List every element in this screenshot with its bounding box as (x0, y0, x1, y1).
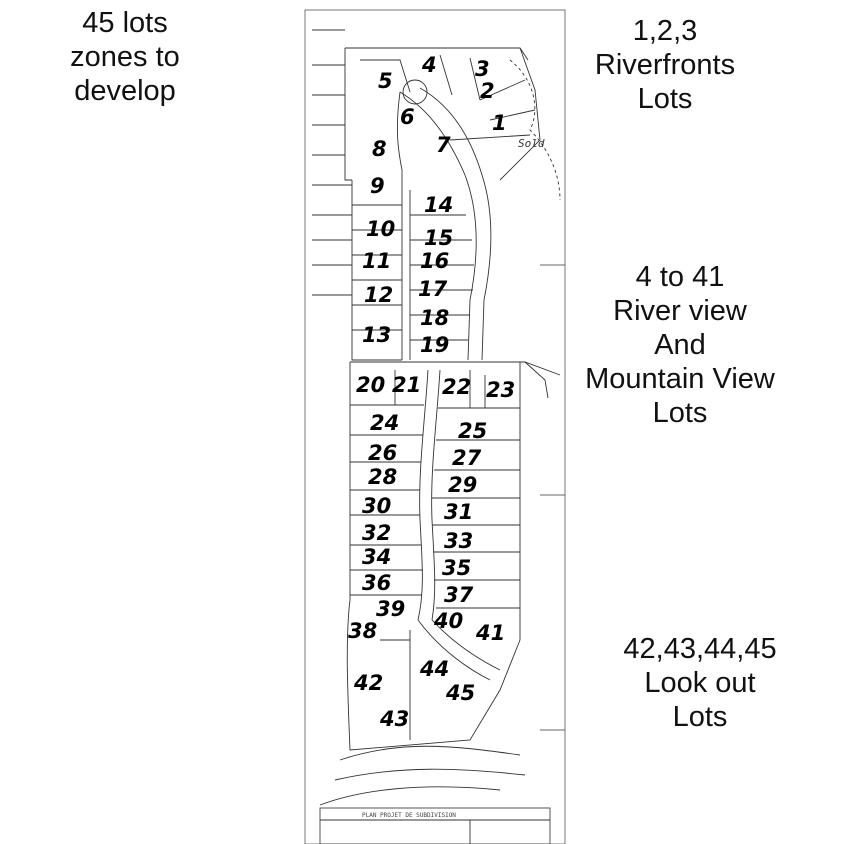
lot-number-8: 8 (372, 137, 387, 161)
lot-number-17: 17 (418, 277, 448, 301)
lot-number-30: 30 (362, 494, 391, 518)
lot-number-9: 9 (370, 174, 385, 198)
annotation-line: 42,43,44,45 (623, 633, 777, 665)
plan-linework (304, 9, 566, 844)
lot-number-4: 4 (421, 53, 437, 77)
lot-number-45: 45 (445, 681, 475, 705)
lot-number-2: 2 (480, 79, 495, 103)
annotation-line: Lots (637, 83, 693, 115)
lot-number-18: 18 (420, 306, 449, 330)
lot-number-35: 35 (442, 556, 471, 580)
lot-number-34: 34 (362, 545, 391, 569)
lot-number-25: 25 (458, 419, 487, 443)
lot-number-10: 10 (366, 217, 395, 241)
lot-number-22: 22 (442, 375, 471, 399)
annotation-total-lots: 45 lots zones to develop (40, 6, 210, 108)
annotation-line: Lots (652, 397, 708, 429)
annotation-line: Riverfronts (594, 49, 736, 81)
lot-number-14: 14 (424, 193, 453, 217)
lot-number-27: 27 (452, 446, 482, 470)
lot-number-26: 26 (368, 441, 397, 465)
annotation-line: River view (613, 295, 747, 327)
annotation-line: Look out (644, 667, 756, 699)
lot-number-12: 12 (364, 283, 393, 307)
lot-number-6: 6 (400, 105, 415, 129)
lot-number-29: 29 (448, 473, 477, 497)
lot-number-41: 41 (475, 621, 505, 645)
lot-number-15: 15 (424, 226, 453, 250)
annotation-riverfront-lots: 1,2,3 Riverfronts Lots (575, 14, 755, 116)
annotation-line: 45 lots (82, 7, 168, 39)
lot-number-21: 21 (392, 373, 421, 397)
lot-number-42: 42 (353, 671, 383, 695)
annotation-line: 4 to 41 (635, 261, 725, 293)
plan-title: PLAN PROJET DE SUBDIVISION (362, 812, 456, 819)
annotation-line: Lots (672, 701, 728, 733)
lot-number-7: 7 (436, 133, 451, 157)
sold-label: Sold (518, 137, 545, 150)
lot-number-3: 3 (475, 57, 490, 81)
lot-number-23: 23 (486, 378, 515, 402)
lot-number-24: 24 (370, 411, 399, 435)
lot-number-5: 5 (378, 69, 393, 93)
lot-number-19: 19 (420, 333, 449, 357)
annotation-line: Mountain View (585, 363, 775, 395)
lot-number-39: 39 (376, 597, 405, 621)
lot-number-36: 36 (362, 571, 391, 595)
lot-number-32: 32 (362, 521, 391, 545)
lot-number-33: 33 (444, 529, 473, 553)
lot-number-38: 38 (348, 619, 377, 643)
annotation-line: zones to (70, 41, 180, 73)
annotation-line: 1,2,3 (632, 15, 698, 47)
annotation-line: develop (74, 75, 176, 107)
lot-number-40: 40 (433, 609, 463, 633)
lot-number-1: 1 (492, 111, 507, 135)
lot-number-43: 43 (379, 707, 409, 731)
lot-number-37: 37 (444, 583, 474, 607)
lot-number-44: 44 (419, 657, 449, 681)
lot-number-20: 20 (356, 373, 385, 397)
lot-number-31: 31 (444, 500, 473, 524)
lot-number-16: 16 (420, 249, 449, 273)
lot-number-28: 28 (368, 465, 397, 489)
lot-number-11: 11 (362, 249, 391, 273)
lot-number-13: 13 (362, 323, 391, 347)
annotation-line: And (654, 329, 706, 361)
annotation-view-lots: 4 to 41 River view And Mountain View Lot… (560, 260, 800, 430)
annotation-lookout-lots: 42,43,44,45 Look out Lots (595, 632, 805, 734)
